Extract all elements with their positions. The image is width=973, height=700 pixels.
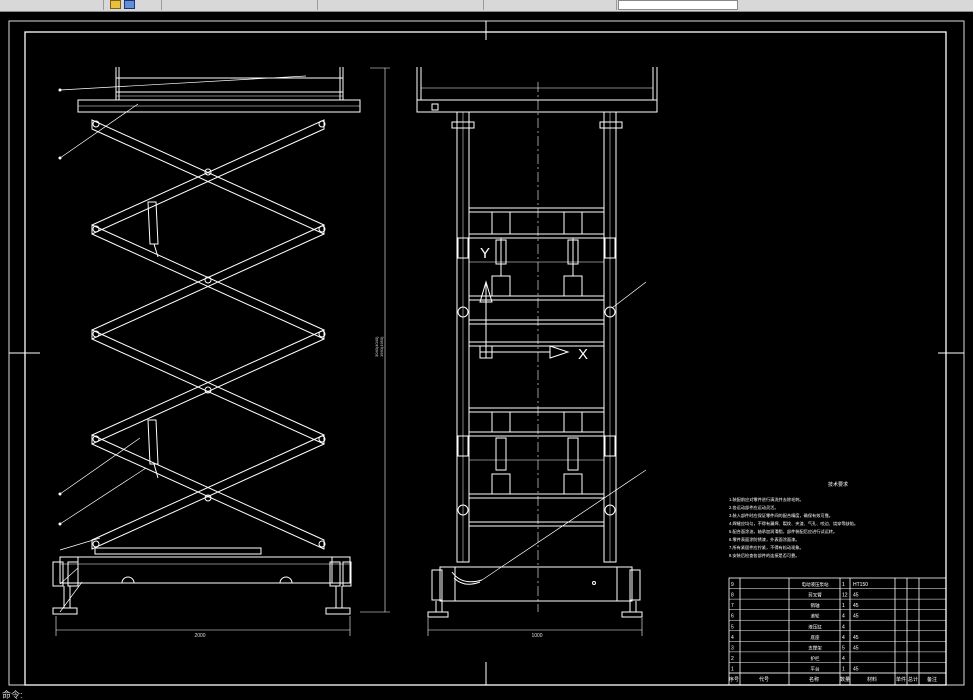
bom-cell-qty: 12 <box>842 593 848 599</box>
dim-right-width: 1000 <box>531 633 542 639</box>
file-tab-bar <box>0 0 973 12</box>
front-view <box>52 67 390 636</box>
bom-header-5: 材料 <box>867 676 877 683</box>
drawing-icon <box>123 0 135 10</box>
bom-cell-no: 8 <box>731 593 734 599</box>
bom-cell-name: 剪叉臂 <box>808 592 822 599</box>
tech-note-4: 4.焊缝应均匀，不得有漏焊、裂纹、夹渣、气孔、咬边、烧穿等缺陷。 <box>729 520 858 527</box>
bom-cell-material: 45 <box>853 635 859 641</box>
bom-header-3: 名称 <box>809 676 819 683</box>
dim-height-bottom: 1950(1950) <box>379 336 384 357</box>
bom-cell-no: 1 <box>731 667 734 673</box>
bom-header-1: 序号 <box>729 676 739 683</box>
ucs-x-label: X <box>578 346 588 363</box>
bom-cell-qty: 4 <box>842 656 845 662</box>
bom-cell-qty: 4 <box>842 624 845 630</box>
bom-header-2: 代号 <box>759 676 769 683</box>
tab-2[interactable] <box>163 0 318 10</box>
bom-cell-no: 2 <box>731 656 734 662</box>
tech-note-6: 6.零件表面涂防锈漆，外表面涂面漆。 <box>729 536 800 543</box>
command-line[interactable]: 命令: <box>0 690 973 700</box>
tech-notes: 1.装配前应对零件进行清洗并去除毛刺。2.各运动部件应运动灵活。3.装入部件时应… <box>729 496 858 559</box>
bom-cell-name: 底座 <box>811 634 820 641</box>
bom-cell-name: 电动液压泵站 <box>802 581 829 588</box>
bom-header-6: 单件 <box>896 676 906 683</box>
bom-cell-material: HT150 <box>853 582 868 588</box>
bom-cell-name: 护栏 <box>811 655 820 662</box>
app-icon <box>110 0 121 10</box>
dim-height-top: 3040(4040) <box>374 336 379 357</box>
tech-note-2: 2.各运动部件应运动灵活。 <box>729 504 779 511</box>
tab-3[interactable] <box>319 0 484 10</box>
tab-4[interactable] <box>485 0 617 10</box>
bom-table <box>728 577 947 686</box>
tech-note-5: 5.配合面涂油，轴承加润滑脂，部件装配后应进行试运转。 <box>729 528 837 535</box>
bom-cell-material: 45 <box>853 614 859 620</box>
bom-header-4: 数量 <box>840 676 850 683</box>
bom-cell-qty: 5 <box>842 645 845 651</box>
tab-1[interactable] <box>104 0 162 10</box>
search-box[interactable] <box>618 0 738 10</box>
bom-cell-name: 滚轮 <box>811 613 820 620</box>
bom-cell-qty: 4 <box>842 635 845 641</box>
tech-note-1: 1.装配前应对零件进行清洗并去除毛刺。 <box>729 496 804 503</box>
dim-left-width: 2000 <box>194 633 205 639</box>
tab-0[interactable] <box>0 0 104 10</box>
bom-cell-no: 5 <box>731 624 734 630</box>
bom-cell-no: 6 <box>731 614 734 620</box>
bom-cell-no: 4 <box>731 635 734 641</box>
bom-cell-name: 平台 <box>811 666 820 673</box>
bom-cell-name: 液压缸 <box>808 623 822 630</box>
tech-note-8: 8.安装后检查各部件的连接是否可靠。 <box>729 552 800 559</box>
bom-header-7: 总计 <box>908 676 918 683</box>
bom-cell-name: 支撑架 <box>808 644 822 651</box>
bom-cell-qty: 1 <box>842 667 845 673</box>
tech-note-3: 3.装入部件时应保证零件间的配合精度，确保有效可靠。 <box>729 512 833 519</box>
ucs-icon <box>479 280 570 359</box>
bom-cell-qty: 1 <box>842 582 845 588</box>
bom-cell-no: 7 <box>731 603 734 609</box>
bom-cell-material: 45 <box>853 593 859 599</box>
bom-cell-qty: 4 <box>842 614 845 620</box>
bom-cell-no: 9 <box>731 582 734 588</box>
bom-cell-name: 销轴 <box>811 602 820 609</box>
ucs-y-label: Y <box>480 245 490 262</box>
bom-cell-material: 45 <box>853 603 859 609</box>
bom-cell-qty: 1 <box>842 603 845 609</box>
cad-drawing-canvas[interactable]: 2000 3040(4040) 1950(1950) <box>0 12 973 690</box>
tech-req-title: 技术要求 <box>828 481 848 488</box>
tech-note-7: 7.所有紧固件应拧紧，不得有松动现象。 <box>729 544 804 551</box>
side-view <box>416 67 658 636</box>
bom-header-8: 备注 <box>927 676 937 683</box>
bom-cell-material: 45 <box>853 667 859 673</box>
bom-cell-no: 3 <box>731 645 734 651</box>
bom-cell-material: 45 <box>853 645 859 651</box>
